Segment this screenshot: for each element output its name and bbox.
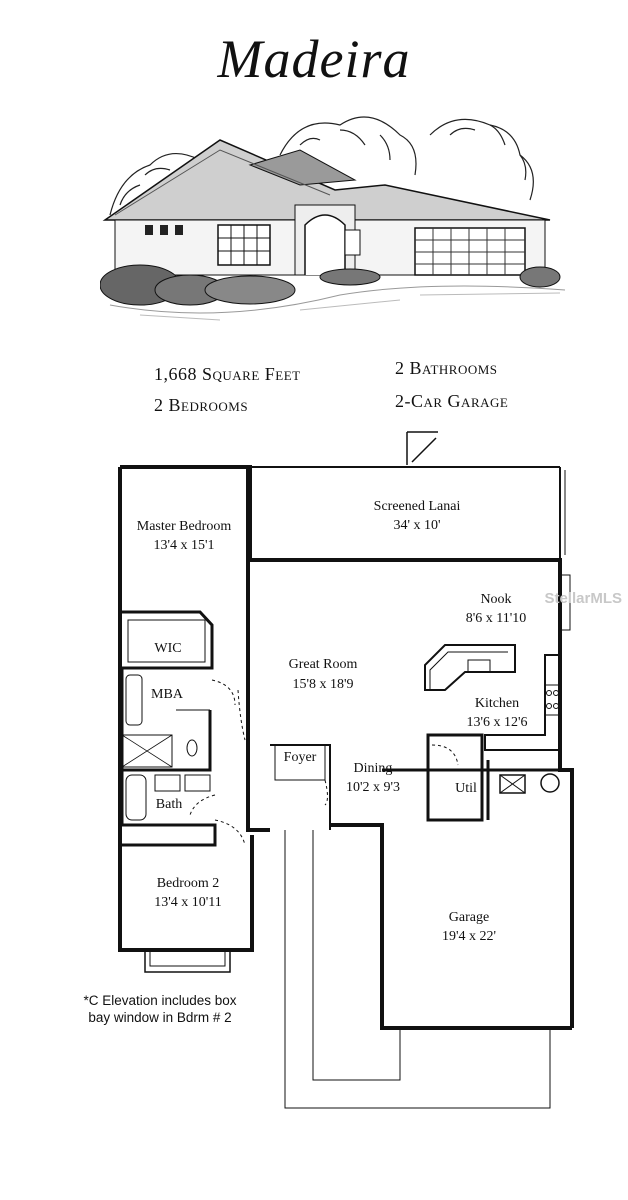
room-size-kitchen: 13'6 x 12'6	[466, 715, 527, 730]
room-name-mba: MBA	[151, 687, 184, 702]
room-name-great-room: Great Room	[289, 657, 358, 672]
room-size-nook: 8'6 x 11'10	[466, 611, 527, 626]
garage-stat: 2-Car Garage	[395, 391, 509, 411]
bedrooms-stat: 2 Bedrooms	[154, 395, 249, 415]
room-size-dining: 10'2 x 9'3	[346, 780, 400, 795]
plan-title: Madeira	[217, 29, 411, 89]
room-name-master-bedroom: Master Bedroom	[137, 519, 232, 534]
room-name-lanai: Screened Lanai	[374, 499, 461, 514]
room-name-nook: Nook	[480, 592, 511, 607]
room-name-garage: Garage	[449, 910, 489, 925]
square-feet-stat: 1,668 Square Feet	[154, 364, 301, 384]
room-name-kitchen: Kitchen	[475, 696, 519, 711]
room-name-bath: Bath	[156, 797, 182, 812]
room-size-lanai: 34' x 10'	[393, 518, 440, 533]
house-elevation-illustration	[100, 116, 566, 321]
room-name-foyer: Foyer	[284, 750, 317, 765]
room-size-bedroom-2: 13'4 x 10'11	[154, 895, 222, 910]
room-size-great-room: 15'8 x 18'9	[292, 677, 353, 692]
room-name-wic: WIC	[154, 641, 181, 656]
elevation-note: *C Elevation includes box bay window in …	[40, 992, 280, 1026]
elevation-note-line1: *C Elevation includes box	[83, 993, 237, 1008]
room-name-bedroom-2: Bedroom 2	[157, 876, 220, 891]
room-name-util: Util	[455, 781, 477, 796]
room-size-master-bedroom: 13'4 x 15'1	[153, 538, 214, 553]
elevation-note-line2: bay window in Bdrm # 2	[88, 1010, 232, 1025]
room-name-dining: Dining	[354, 761, 393, 776]
mls-watermark: StellarMLS	[544, 590, 622, 607]
room-size-garage: 19'4 x 22'	[442, 929, 496, 944]
bathrooms-stat: 2 Bathrooms	[395, 358, 498, 378]
